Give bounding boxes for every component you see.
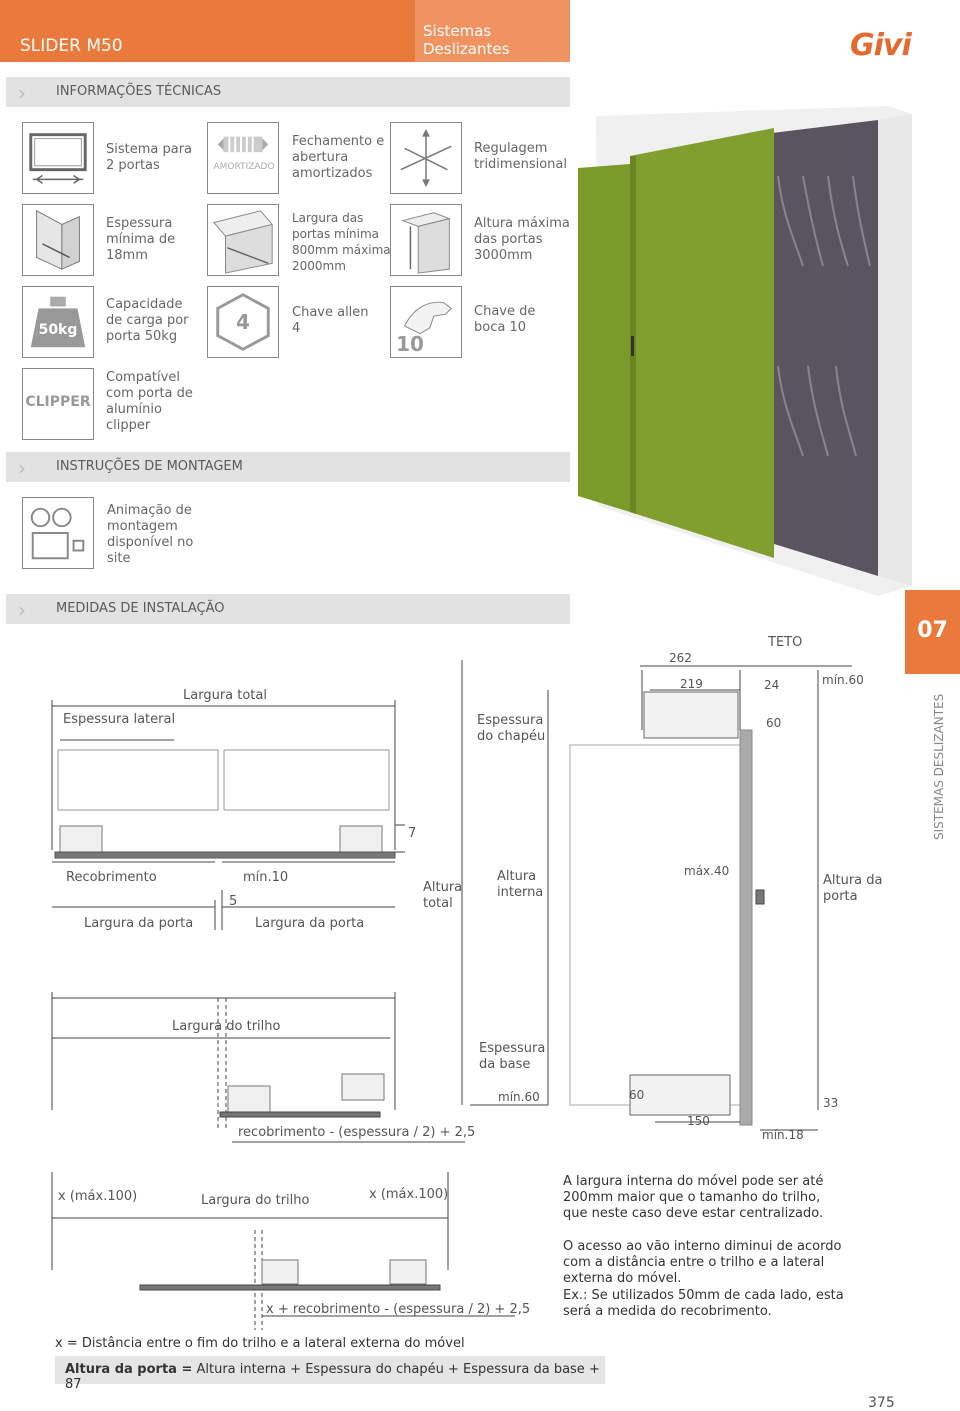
section-title: INSTRUÇÕES DE MONTAGEM [56,459,243,474]
label-door-width-2: Largura da porta [255,916,365,931]
feature-wrench: Chave de boca 10 [474,304,536,335]
wrench-icon [390,286,462,358]
feature-damped: Fechamento e abertura amortizados [292,134,385,181]
label-total-height: Altura total [423,880,463,911]
formula-text: Altura interna + Espessura do chapéu + E… [65,1362,600,1392]
wrench-label: 10 [396,332,424,356]
section-tech-info: › INFORMAÇÕES TÉCNICAS [6,77,570,107]
page-header-section: Sistemas Deslizantes [415,0,570,62]
weight-icon [22,286,94,358]
feature-thickness: Espessura mínima de 18mm [106,216,176,263]
section-title: INFORMAÇÕES TÉCNICAS [56,84,222,99]
page-number: 375 [868,1395,895,1411]
door-height-icon [390,204,462,276]
feature-allen: Chave allen 4 [292,305,369,336]
adjust-3d-icon [390,122,462,194]
label-min60a: mín.60 [822,673,864,687]
wardrobe-photo [578,76,912,606]
feature-width: Largura das portas mínima 800mm máxima 2… [292,211,391,273]
allen-key-icon [207,286,279,358]
label-min10: mín.10 [243,870,289,885]
brand-logo: Givi [850,28,912,63]
section-title: MEDIDAS DE INSTALAÇÃO [56,601,225,616]
clipper-icon [22,368,94,440]
damper-icon [207,122,279,194]
thickness-icon [22,204,94,276]
installation-diagram [51,660,852,1330]
clipper-icon-label: CLIPPER [25,394,91,410]
feature-adjust: Regulagem tridimensional [474,141,567,172]
label-60a: 60 [766,716,782,730]
label-min60b: mín.60 [498,1090,540,1104]
label-total-width: Largura total [183,688,267,703]
label-teto: TETO [768,635,803,650]
label-262: 262 [669,651,692,665]
label-rail-formula-2: x + recobrimento - (espessura / 2) + 2,5 [266,1302,531,1317]
label-door-height: Altura da porta [823,873,883,904]
label-hat-thickness: Espessura do chapéu [477,713,546,744]
label-min18: mín.18 [762,1128,804,1142]
label-max40: máx.40 [684,864,730,878]
label-xmax-left: x (máx.100) [58,1189,138,1204]
label-seven: 7 [408,826,417,841]
label-side-thickness: Espessura lateral [63,712,176,727]
note-access: O acesso ao vão interno diminui de acord… [563,1239,842,1286]
note-inner-width: A largura interna do móvel pode ser até … [563,1174,824,1221]
label-60b: 60 [629,1088,645,1102]
feature-clipper: Compatível com porta de alumínio clipper [106,370,193,433]
allen-key-label: 4 [236,310,250,334]
note-example: Ex.: Se utilizados 50mm de cada lado, es… [563,1288,844,1319]
feature-height: Altura máxima das portas 3000mm [474,216,570,263]
label-rail-width-2: Largura do trilho [201,1193,310,1208]
label-rail-formula: recobrimento - (espessura / 2) + 2,5 [238,1125,476,1140]
section-measures: › MEDIDAS DE INSTALAÇÃO [6,594,570,624]
label-rail-width: Largura do trilho [172,1019,281,1034]
chevron-right-icon: › [18,81,26,105]
two-doors-icon [22,122,94,194]
feature-animation: Animação de montagem disponível no site [107,503,194,566]
weight-icon-label: 50kg [38,322,78,338]
label-150: 150 [687,1114,710,1128]
label-five: 5 [229,894,238,909]
note-x-definition: x = Distância entre o fim do trilho e a … [55,1336,465,1351]
page-header-title: SLIDER M50 [0,0,415,62]
label-219: 219 [680,677,703,691]
label-door-width-1: Largura da porta [84,916,194,931]
damper-icon-label: AMORTIZADO [213,162,275,172]
formula-label: Altura da porta = [65,1362,193,1377]
animation-icon [22,497,94,569]
door-height-formula: Altura da porta = Altura interna + Espes… [55,1356,605,1392]
label-base-thickness: Espessura da base [479,1041,546,1072]
feature-load: Capacidade de carga por porta 50kg [106,297,189,344]
section-assembly: › INSTRUÇÕES DE MONTAGEM [6,452,570,482]
chevron-right-icon: › [18,598,26,622]
chevron-right-icon: › [18,456,26,480]
label-xmax-right: x (máx.100) [369,1187,449,1202]
label-24: 24 [764,678,780,692]
feature-two-doors: Sistema para 2 portas [106,142,193,173]
label-33: 33 [823,1096,839,1110]
chapter-tab: 07 [905,590,960,674]
door-width-icon [207,204,279,276]
label-inner-height: Altura interna [497,869,544,900]
label-overlap: Recobrimento [66,870,157,885]
